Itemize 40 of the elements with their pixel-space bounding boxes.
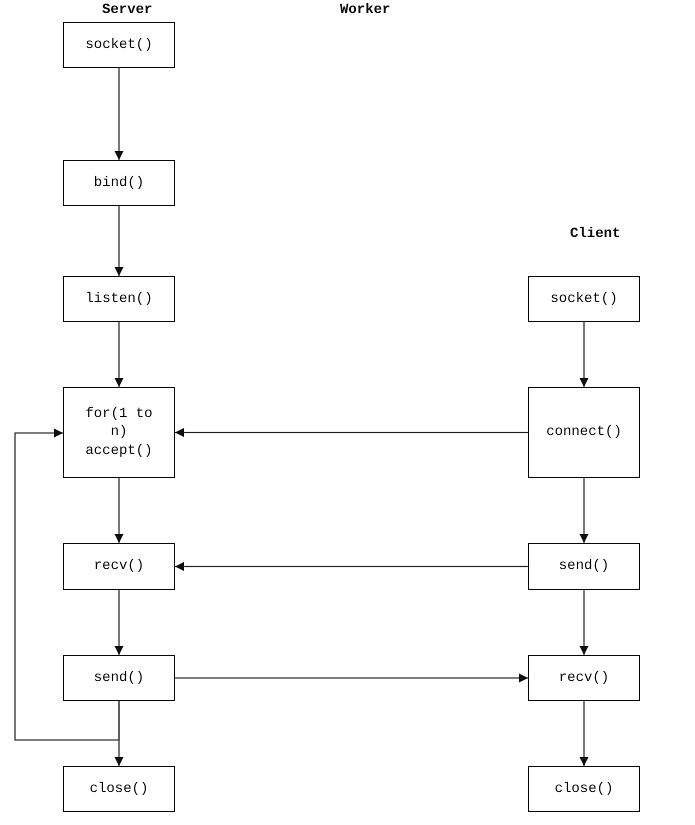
arrow [580, 701, 588, 766]
process-box [528, 276, 640, 322]
process-box [63, 160, 175, 206]
function-call-text: connect() [546, 423, 622, 442]
process-box [63, 543, 175, 590]
arrow [114, 478, 124, 543]
process-box [63, 276, 175, 322]
arrow [580, 478, 588, 543]
arrow [14, 428, 120, 741]
function-call-text: recv() [558, 668, 610, 688]
column-heading: Client [570, 226, 620, 242]
function-call-text: socket() [85, 36, 153, 54]
process-box [63, 766, 175, 812]
process-box [63, 22, 175, 68]
arrow [175, 428, 528, 437]
function-call-text: listen() [85, 290, 153, 308]
function-call-text: socket() [550, 290, 618, 308]
arrow [175, 674, 528, 682]
function-call-text: for(1 to n) accept() [84, 405, 154, 460]
arrow [580, 590, 588, 655]
arrow [114, 322, 124, 387]
process-box [528, 655, 640, 701]
arrow [114, 68, 124, 160]
arrow [114, 590, 124, 655]
function-call-text: close() [554, 780, 614, 798]
function-call-text: send() [558, 557, 610, 576]
column-heading: Server [102, 2, 152, 18]
process-box [63, 655, 175, 701]
process-box [63, 387, 175, 478]
arrow [175, 562, 528, 571]
function-call-text: bind() [94, 174, 144, 192]
function-call-text: recv() [94, 557, 144, 576]
process-box [528, 543, 640, 590]
function-call-text: close() [90, 780, 148, 798]
arrow [114, 206, 124, 276]
arrow [580, 322, 588, 387]
process-box [528, 387, 640, 478]
process-box [528, 766, 640, 812]
function-call-text: send() [94, 668, 144, 688]
column-heading: Worker [340, 2, 390, 18]
